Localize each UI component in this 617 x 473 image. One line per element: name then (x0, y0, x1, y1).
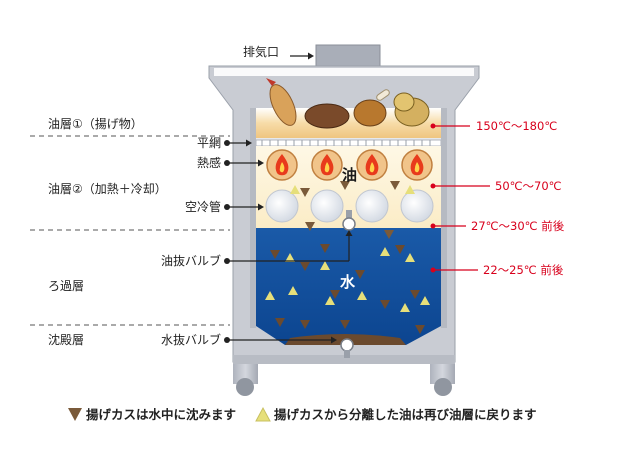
cooling-pipe (310, 189, 344, 223)
water-layer-fill (256, 228, 441, 345)
temp-oil-layer-1: 150℃～180℃ (476, 119, 557, 133)
cooling-pipe (355, 189, 389, 223)
sediment-layer-label: 沈殿層 (48, 332, 84, 347)
legend-rise-text: 揚げカスから分離した油は再び油層に戻ります (274, 407, 537, 422)
rise-markers-oil (290, 185, 415, 194)
oil-valve-icon (342, 217, 356, 231)
sink-markers-oil (300, 181, 400, 239)
right-leg (430, 362, 455, 384)
temp-callouts: 150℃～180℃ 50℃～70℃ 27℃～30℃ 前後 22～25℃ 前後 (430, 119, 565, 277)
heater-icon (266, 149, 298, 181)
cooling-pipe (265, 189, 299, 223)
croquette (304, 103, 350, 129)
heater-icon (311, 149, 343, 181)
temp-oil-layer-2: 50℃～70℃ (495, 179, 562, 193)
heater-row (266, 149, 433, 181)
cooling-pipe (400, 189, 434, 223)
layer-dividers (30, 135, 230, 326)
oil-layer-2-label: 油層②（加熱＋冷却） (48, 182, 167, 196)
fried-food-group (266, 78, 430, 129)
sink-marker-icon (68, 408, 82, 421)
sensor-label: 熱感 (197, 155, 221, 170)
water-label: 水 (340, 273, 356, 291)
left-leg (233, 362, 258, 384)
mesh-label: 平網 (197, 136, 221, 150)
exhaust-chimney (315, 44, 381, 68)
sink-markers-water (270, 244, 425, 334)
temp-boundary: 27℃～30℃ 前後 (471, 219, 565, 233)
cooling-pipe-label: 空冷管 (185, 199, 221, 214)
cooling-pipe-row (265, 189, 434, 223)
heater-icon (401, 149, 433, 181)
oil-label: 油 (342, 166, 357, 184)
oil-layer-1-label: 油層①（揚げ物） (48, 117, 143, 131)
legend-sink-text: 揚げカスは水中に沈みます (86, 407, 236, 422)
water-valve-icon (340, 338, 354, 352)
legend: 揚げカスは水中に沈みます 揚げカスから分離した油は再び油層に戻ります (68, 406, 537, 422)
temp-water-layer: 22～25℃ 前後 (483, 263, 564, 277)
oil-valve-label: 油抜バルブ (161, 253, 221, 268)
exhaust-label: 排気口 (243, 44, 279, 59)
rise-markers-water (265, 247, 430, 312)
shrimp-tempura (269, 84, 297, 126)
heater-icon (356, 149, 388, 181)
mesh-plate (255, 139, 442, 147)
water-valve-label: 水抜バルブ (161, 332, 221, 347)
rise-marker-icon (255, 406, 271, 422)
fried-drumstick (353, 99, 387, 127)
filter-layer-label: ろ過層 (48, 279, 84, 293)
